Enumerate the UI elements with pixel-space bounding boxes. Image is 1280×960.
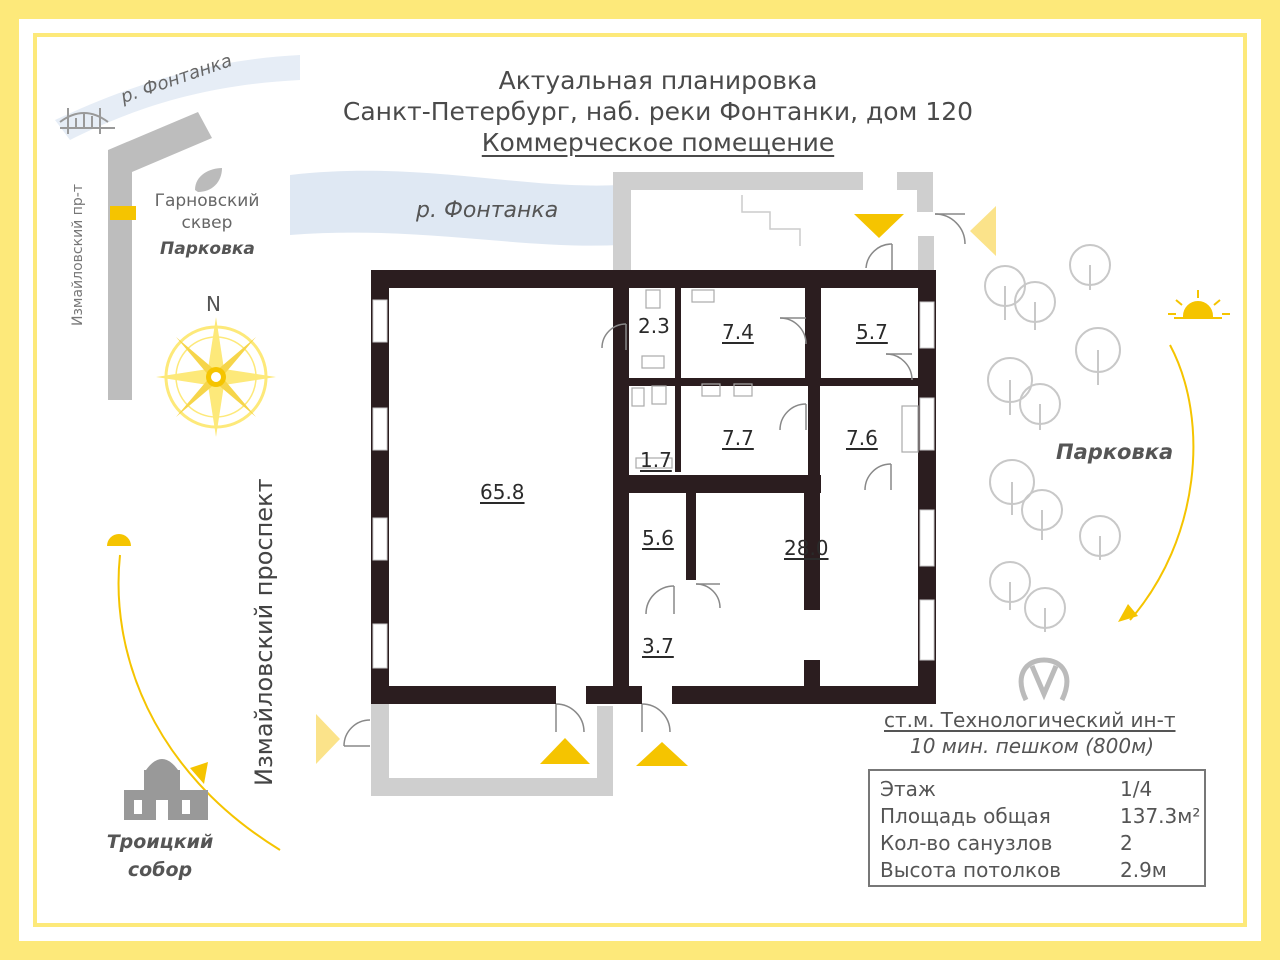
main-walls (371, 270, 936, 704)
sun-path-right (1129, 344, 1195, 621)
windows (372, 299, 935, 669)
sun-path-left-arrow (190, 762, 208, 784)
room-area-28-0: 28.0 (784, 536, 829, 560)
parking-right-label: Парковка (1056, 440, 1174, 464)
river-main-label: р. Фонтанка (416, 198, 559, 223)
door-leaves (344, 213, 965, 747)
river-main (290, 170, 620, 246)
plan-title: Актуальная планировка (498, 66, 818, 95)
specs-table: Этаж 1/4 Площадь общая 137.3м² Кол-во са… (868, 769, 1206, 887)
entrance-arrow-right (970, 206, 996, 256)
stairs (741, 195, 801, 246)
spec-label-area: Площадь общая (880, 804, 1051, 828)
square-label: Гарновский сквер (154, 191, 260, 233)
sun-path-right-arrow (1118, 604, 1138, 622)
cathedral-label: Троицкий собор (106, 831, 214, 881)
annex-walls (613, 172, 934, 270)
sun-left-icon (107, 534, 131, 546)
room-area-7-4: 7.4 (722, 320, 754, 344)
spec-label-bathrooms: Кол-во санузлов (880, 831, 1053, 855)
bottom-annex-walls (371, 690, 613, 796)
spec-label-floor: Этаж (880, 777, 936, 801)
room-area-7-7: 7.7 (722, 426, 754, 450)
sanitary-fixtures (631, 289, 919, 469)
spec-value-area: 137.3м² (1120, 804, 1201, 828)
compass-icon (156, 317, 276, 437)
room-area-1-7: 1.7 (640, 448, 672, 472)
spec-value-ceiling: 2.9м (1120, 858, 1167, 882)
room-area-7-6: 7.6 (846, 426, 878, 450)
entrance-arrow-bottom-mid (636, 742, 688, 766)
spec-value-floor: 1/4 (1120, 777, 1153, 801)
metro-station-label: ст.м. Технологический ин-т (884, 708, 1176, 732)
metro-icon (1018, 657, 1070, 702)
street-shape (108, 112, 212, 400)
street-small-label: Измайловский пр-т (70, 184, 86, 326)
metro-walk-label: 10 мин. пешком (800м) (910, 734, 1154, 758)
room-area-3-7: 3.7 (642, 634, 674, 658)
sun-right-icon (1168, 290, 1230, 319)
street-big-label: Измайловский проспект (250, 478, 278, 786)
spec-value-bathrooms: 2 (1120, 831, 1133, 855)
room-area-65-8: 65.8 (480, 480, 525, 504)
sun-path-left (117, 554, 281, 851)
spec-label-ceiling: Высота потолков (880, 858, 1062, 882)
north-label: N (206, 292, 221, 316)
bridge-icon (59, 108, 115, 134)
plan-type: Коммерческое помещение (481, 128, 835, 157)
parking-left-label: Парковка (160, 239, 255, 259)
cathedral-icon (124, 759, 208, 820)
river-top (55, 55, 300, 140)
plan-address: Санкт-Петербург, наб. реки Фонтанки, дом… (342, 97, 974, 126)
entrance-arrow-top (854, 214, 904, 238)
entrance-arrow-left (316, 714, 340, 764)
leaf-icon (195, 168, 222, 192)
room-area-5-7: 5.7 (856, 320, 888, 344)
street-marker (110, 206, 136, 220)
tree-icons (984, 244, 1121, 632)
room-area-5-6: 5.6 (642, 526, 674, 550)
entrance-arrow-bottom-left (540, 738, 590, 764)
room-area-2-3: 2.3 (638, 314, 670, 338)
